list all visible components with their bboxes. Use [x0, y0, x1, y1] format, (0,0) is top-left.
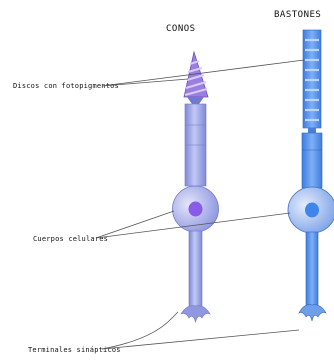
rod-axon: [306, 232, 318, 308]
rod-cell: [288, 30, 334, 321]
pointer-discos-cone: [102, 79, 188, 86]
pointer-cuerpos-cone: [96, 211, 174, 238]
rod-inner-segment: [302, 133, 322, 188]
cone-nucleus: [189, 202, 203, 217]
pointer-terminales-rod: [102, 330, 299, 349]
rod-nucleus: [305, 203, 319, 218]
pointer-terminales-cone: [102, 312, 178, 349]
rod-synaptic-terminal: [299, 305, 326, 321]
cone-axon: [189, 231, 202, 309]
cone-synaptic-terminal: [181, 306, 210, 322]
cone-cell: [173, 52, 219, 322]
